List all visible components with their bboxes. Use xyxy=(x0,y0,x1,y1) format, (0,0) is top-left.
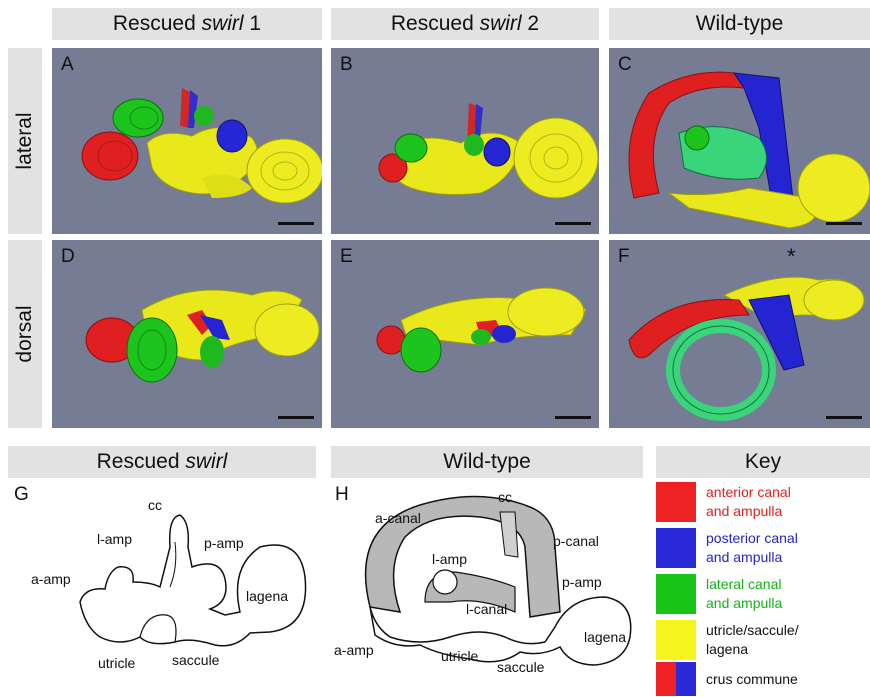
key-item-crus-commune: crus commune xyxy=(656,662,870,696)
key-line: and ampulla xyxy=(706,595,783,611)
key-text: lateral canal and ampulla xyxy=(706,575,782,613)
panel-letter-d: D xyxy=(61,246,75,267)
panel-d: D xyxy=(52,240,322,428)
row-label-text: lateral xyxy=(13,112,36,170)
panel-c-render xyxy=(628,71,870,229)
key-item-anterior: anterior canal and ampulla xyxy=(656,482,870,526)
key-swatch-red-blue xyxy=(656,662,696,696)
panel-letter-a: A xyxy=(61,54,74,75)
diagram-letter-h: H xyxy=(335,484,349,505)
scale-bar xyxy=(555,222,591,225)
panel-e: E xyxy=(331,240,599,428)
label-lagena-g: lagena xyxy=(246,588,289,604)
panel-f: F * xyxy=(609,240,870,428)
asterisk-marker: * xyxy=(787,244,796,269)
header-rescued-swirl-2: Rescued swirl 2 xyxy=(331,8,599,40)
row-label-text: dorsal xyxy=(13,305,36,363)
diagram-letter-g: G xyxy=(14,484,29,505)
key-item-lateral: lateral canal and ampulla xyxy=(656,574,870,618)
label-a-canal-h: a-canal xyxy=(375,510,421,526)
row-label-dorsal: dorsal xyxy=(8,240,42,428)
panel-b: B xyxy=(331,48,599,234)
key-line: lateral canal xyxy=(706,576,782,592)
label-a-amp-g: a-amp xyxy=(31,571,71,587)
scale-bar xyxy=(555,416,591,419)
panel-letter-f: F xyxy=(618,246,630,267)
header-key: Key xyxy=(656,446,870,478)
header-text: 2 xyxy=(521,12,540,35)
header-rescued-swirl-1: Rescued swirl 1 xyxy=(52,8,322,40)
scale-bar xyxy=(278,416,314,419)
key-swatch-yellow xyxy=(656,620,696,660)
diagram-g-outline xyxy=(79,514,307,647)
header-text: Rescued xyxy=(112,12,202,35)
key-swatch-green xyxy=(656,574,696,614)
label-p-amp-h: p-amp xyxy=(562,574,602,590)
key-line: and ampulla xyxy=(706,549,783,565)
scale-bar xyxy=(278,222,314,225)
key-text: anterior canal and ampulla xyxy=(706,483,791,521)
key-item-utricle: utricle/saccule/ lagena xyxy=(656,620,870,664)
key-text: utricle/saccule/ lagena xyxy=(706,621,799,659)
label-lagena-h: lagena xyxy=(584,629,627,645)
key-line: utricle/saccule/ xyxy=(706,622,799,638)
header-text: 1 xyxy=(243,12,262,35)
panel-letter-c: C xyxy=(618,54,632,75)
header-wild-type: Wild-type xyxy=(609,8,870,40)
scale-bar xyxy=(826,416,862,419)
panel-b-render xyxy=(378,103,599,199)
panel-d-render xyxy=(85,289,320,383)
header-italic-text: swirl xyxy=(201,12,244,35)
panel-a-render xyxy=(81,88,322,204)
label-cc-h: cc xyxy=(498,489,512,505)
scale-bar xyxy=(826,222,862,225)
key-line: posterior canal xyxy=(706,530,798,546)
diagram-h-outline xyxy=(364,495,632,666)
label-saccule-g: saccule xyxy=(172,652,220,668)
key-swatch-red xyxy=(656,482,696,522)
key-item-posterior: posterior canal and ampulla xyxy=(656,528,870,572)
header-text: Rescued xyxy=(96,450,186,473)
label-l-canal-h: l-canal xyxy=(466,601,508,617)
key-swatch-blue xyxy=(656,528,696,568)
key-line: lagena xyxy=(706,641,749,657)
header-wild-type-diagram: Wild-type xyxy=(331,446,643,478)
key-line: anterior canal xyxy=(706,484,791,500)
panel-letter-b: B xyxy=(340,54,353,75)
panel-f-render xyxy=(628,276,865,421)
row-label-lateral: lateral xyxy=(8,48,42,234)
header-text: Rescued xyxy=(390,12,480,35)
header-italic-text: swirl xyxy=(185,450,228,473)
panel-letter-e: E xyxy=(340,246,353,267)
label-utricle-g: utricle xyxy=(98,655,136,671)
header-rescued-swirl-diagram: Rescued swirl xyxy=(8,446,316,478)
panel-e-render xyxy=(376,287,587,373)
label-utricle-h: utricle xyxy=(441,648,479,664)
label-cc-g: cc xyxy=(148,497,162,513)
panel-c: C xyxy=(609,48,870,234)
header-italic-text: swirl xyxy=(479,12,522,35)
label-a-amp-h: a-amp xyxy=(334,642,374,658)
label-p-canal-h: p-canal xyxy=(553,533,599,549)
label-l-amp-h: l-amp xyxy=(432,551,468,567)
label-p-amp-g: p-amp xyxy=(204,535,244,551)
key-text: crus commune xyxy=(706,670,798,689)
key-line: and ampulla xyxy=(706,503,783,519)
key-text: posterior canal and ampulla xyxy=(706,529,798,567)
label-saccule-h: saccule xyxy=(497,659,545,675)
panel-a: A xyxy=(52,48,322,234)
label-l-amp-g: l-amp xyxy=(97,531,133,547)
key-line: crus commune xyxy=(706,671,798,687)
